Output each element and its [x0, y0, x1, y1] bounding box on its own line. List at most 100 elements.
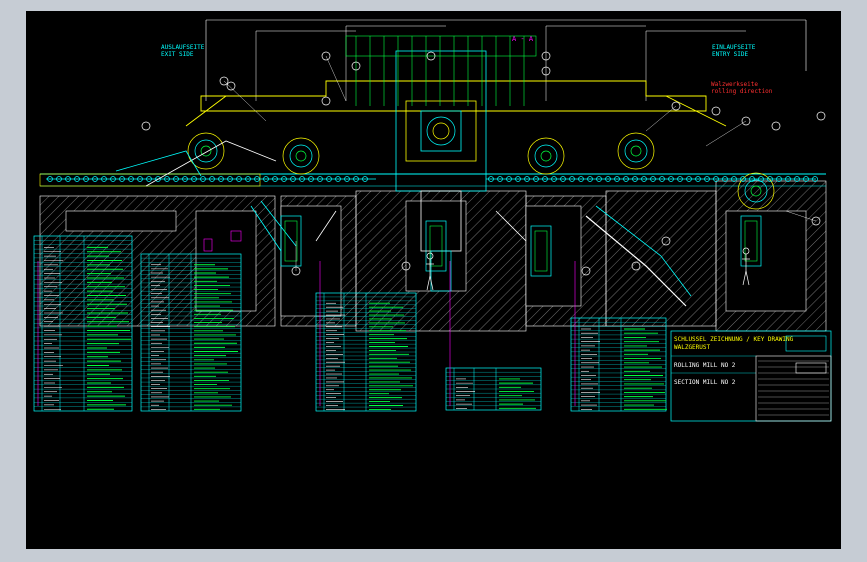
roller: [488, 176, 494, 182]
roller: [47, 176, 53, 182]
mill-column: [430, 250, 452, 292]
mill-stand-core: [405, 100, 477, 162]
roller: [92, 176, 98, 182]
roller: [173, 176, 179, 182]
foundation-pit: [525, 205, 582, 307]
roller: [317, 176, 323, 182]
mill-stand-core: [420, 110, 462, 152]
revision-mark: [230, 230, 242, 242]
leader-line: [645, 105, 677, 132]
roller: [56, 176, 62, 182]
person-figure: [745, 270, 750, 286]
reference-balloon: [711, 106, 721, 116]
roller: [254, 176, 260, 182]
entry-right-label-2: ENTRY SIDE: [712, 51, 749, 58]
foundation-pit: [405, 200, 467, 292]
roller: [137, 176, 143, 182]
lever-arm: [115, 150, 202, 177]
roller: [353, 176, 359, 182]
mill-upper-frame: [345, 35, 537, 57]
roller: [110, 176, 116, 182]
roller: [659, 176, 665, 182]
roller: [299, 176, 305, 182]
roller: [245, 176, 251, 182]
hydraulic-cylinder: [284, 220, 298, 262]
roll-stand: [200, 145, 212, 157]
floor-beam: [39, 173, 261, 187]
roller: [641, 176, 647, 182]
roller: [236, 176, 242, 182]
drawing-geometry: [33, 19, 832, 422]
roller: [74, 176, 80, 182]
roller: [812, 176, 818, 182]
entry-left-label-1: AUSLAUFSEITE: [161, 44, 205, 51]
cad-drawing-viewport[interactable]: AUSLAUFSEITE EXIT SIDE EINLAUFSEITE ENTR…: [26, 11, 841, 549]
roller: [722, 176, 728, 182]
roller: [605, 176, 611, 182]
title-line-1: SCHLUSSEL ZEICHNUNG / KEY DRAWING: [674, 336, 794, 343]
roller: [209, 176, 215, 182]
section-label: A - A: [512, 35, 534, 43]
roller: [281, 176, 287, 182]
side-guide: [250, 200, 297, 252]
roller: [218, 176, 224, 182]
roller: [182, 176, 188, 182]
roller: [344, 176, 350, 182]
roller: [497, 176, 503, 182]
roller: [578, 176, 584, 182]
roll-stand: [617, 132, 655, 170]
roller: [794, 176, 800, 182]
reference-balloon: [671, 101, 681, 111]
roll-stand: [187, 132, 225, 170]
roller: [533, 176, 539, 182]
roller: [776, 176, 782, 182]
roll-stand: [289, 144, 313, 168]
roller: [686, 176, 692, 182]
entry-left-label-2: EXIT SIDE: [161, 51, 194, 58]
roller: [596, 176, 602, 182]
reference-balloon: [541, 66, 551, 76]
hydraulic-cylinder: [280, 215, 302, 267]
roller: [272, 176, 278, 182]
roller: [326, 176, 332, 182]
walking-label-1: Walzwerkseite: [711, 81, 758, 88]
roller: [749, 176, 755, 182]
roller: [335, 176, 341, 182]
roll-stand: [295, 150, 307, 162]
roller: [119, 176, 125, 182]
roller: [731, 176, 737, 182]
title-block-logo: [795, 362, 827, 374]
lever-arm: [145, 140, 277, 187]
roller: [146, 176, 152, 182]
reference-balloon: [741, 116, 751, 126]
side-guide: [315, 210, 527, 242]
revision-mark: [203, 238, 213, 252]
leader-line: [785, 210, 817, 222]
foundation-pit: [195, 210, 257, 312]
mill-stand-center: [395, 50, 487, 192]
reference-balloon: [426, 51, 436, 61]
reference-balloon: [219, 76, 229, 86]
roll-stand: [282, 137, 320, 175]
reference-balloon: [321, 51, 331, 61]
roller: [704, 176, 710, 182]
roller: [560, 176, 566, 182]
roller: [65, 176, 71, 182]
roller: [164, 176, 170, 182]
roller: [623, 176, 629, 182]
roller: [290, 176, 296, 182]
reference-balloon: [771, 121, 781, 131]
entry-right-label-1: EINLAUFSEITE: [712, 44, 756, 51]
hydraulic-cylinder: [530, 225, 552, 277]
roll: [432, 122, 450, 140]
roll-stand: [534, 144, 558, 168]
hydraulic-cylinder: [425, 220, 447, 272]
roller: [713, 176, 719, 182]
roller: [785, 176, 791, 182]
cad-drawing[interactable]: AUSLAUFSEITE EXIT SIDE EINLAUFSEITE ENTR…: [26, 11, 841, 549]
person-figure: [742, 270, 747, 286]
leader-line: [705, 120, 747, 147]
roll-stand: [630, 145, 642, 157]
foundation-hatch: [605, 190, 717, 327]
walking-label-2: rolling direction: [711, 88, 773, 95]
